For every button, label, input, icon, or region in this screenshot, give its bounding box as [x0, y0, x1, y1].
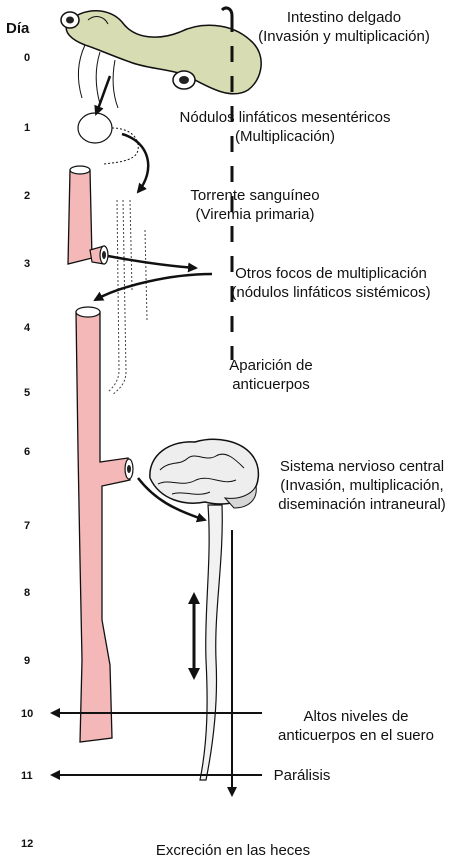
day-0: 0 — [24, 52, 30, 64]
label-cns: Sistema nervioso central (Invasión, mult… — [262, 457, 462, 514]
label-excretion: Excreción en las heces — [118, 841, 348, 860]
label-cns-detail-1: (Invasión, multiplicación, — [262, 476, 462, 495]
label-intestine-title: Intestino delgado — [228, 8, 460, 27]
label-antibodies-detail: anticuerpos — [196, 375, 346, 394]
label-antibodies-title: Aparición de — [196, 356, 346, 375]
day-4: 4 — [24, 322, 30, 334]
upper-blood-vessel — [68, 166, 108, 264]
label-cns-detail-2: diseminación intraneural) — [262, 495, 462, 514]
lower-blood-vessel — [76, 307, 133, 742]
arrow-to-other-foci — [108, 256, 196, 268]
day-axis-title: Día — [6, 20, 29, 37]
label-excretion-title: Excreción en las heces — [118, 841, 348, 860]
label-other-foci-detail: (nódulos linfáticos sistémicos) — [206, 283, 456, 302]
day-7: 7 — [24, 520, 30, 532]
label-bloodstream: Torrente sanguíneo (Viremia primaria) — [170, 186, 340, 224]
label-high-antibodies-detail: anticuerpos en el suero — [258, 726, 454, 745]
label-paralysis-title: Parálisis — [262, 766, 342, 785]
day-6: 6 — [24, 446, 30, 458]
day-8: 8 — [24, 587, 30, 599]
day-12: 12 — [21, 838, 33, 850]
label-intestine-detail: (Invasión y multiplicación) — [228, 27, 460, 46]
label-paralysis: Parálisis — [262, 766, 342, 785]
day-9: 9 — [24, 655, 30, 667]
day-2: 2 — [24, 190, 30, 202]
brain-illustration — [150, 439, 259, 508]
label-lymph-nodes-title: Nódulos linfáticos mesentéricos — [140, 108, 430, 127]
label-intestine: Intestino delgado (Invasión y multiplica… — [228, 8, 460, 46]
label-lymph-nodes-detail: (Multiplicación) — [140, 127, 430, 146]
day-3: 3 — [24, 258, 30, 270]
day-10: 10 — [21, 708, 33, 720]
day-11: 11 — [21, 770, 33, 782]
label-bloodstream-detail: (Viremia primaria) — [170, 205, 340, 224]
label-other-foci: Otros focos de multiplicación (nódulos l… — [206, 264, 456, 302]
label-antibodies: Aparición de anticuerpos — [196, 356, 346, 394]
day-1: 1 — [24, 122, 30, 134]
dotted-lymphatic-lines — [108, 200, 147, 395]
label-bloodstream-title: Torrente sanguíneo — [170, 186, 340, 205]
day-5: 5 — [24, 387, 30, 399]
spinal-cord-illustration — [200, 505, 222, 780]
mesenteric-lymph-node-illustration — [78, 113, 138, 164]
arrow-to-systemic-vessel — [95, 274, 212, 300]
label-high-antibodies: Altos niveles de anticuerpos en el suero — [258, 707, 454, 745]
label-cns-title: Sistema nervioso central — [262, 457, 462, 476]
label-lymph-nodes: Nódulos linfáticos mesentéricos (Multipl… — [140, 108, 430, 146]
label-high-antibodies-title: Altos niveles de — [258, 707, 454, 726]
label-other-foci-title: Otros focos de multiplicación — [206, 264, 456, 283]
